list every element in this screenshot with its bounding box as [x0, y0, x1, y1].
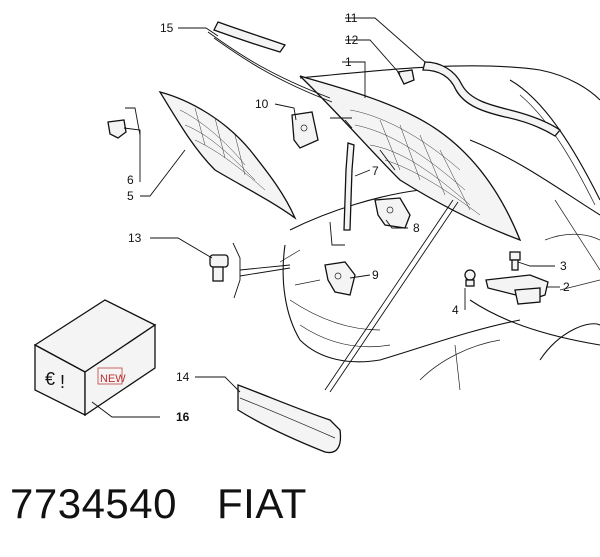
callout-11: 11	[345, 11, 358, 25]
callout-13: 13	[128, 231, 142, 245]
leader-lines	[91, 17, 560, 418]
part-number: 7734540	[10, 480, 178, 527]
callout-16: 16	[176, 410, 190, 424]
new-label: NEW	[100, 373, 126, 385]
clip-part-12	[397, 69, 415, 85]
euro-symbol: €	[45, 369, 55, 389]
callout-5: 5	[127, 189, 134, 203]
car-body-outline	[279, 65, 600, 391]
strip-part-15	[213, 21, 287, 53]
buffer-part-6	[107, 119, 127, 139]
callout-3: 3	[560, 259, 567, 273]
callout-1: 1	[345, 55, 352, 69]
footer-caption: 7734540 FIAT	[10, 480, 590, 540]
exclaim-symbol: !	[60, 372, 65, 392]
seal-part-11	[422, 61, 561, 137]
callout-10: 10	[255, 97, 269, 111]
latch-part-9	[324, 261, 356, 296]
support-rod-part-7	[343, 142, 355, 231]
callout-12: 12	[345, 33, 359, 47]
strip-part-14	[237, 384, 342, 454]
hinge-part-2	[485, 274, 549, 305]
bonnet-part-1	[299, 75, 522, 242]
callout-8: 8	[413, 221, 420, 235]
screw-part-13	[209, 254, 229, 282]
callout-6: 6	[127, 173, 134, 187]
brand-name: FIAT	[217, 480, 307, 527]
bracket-part-10	[291, 111, 319, 149]
bolt-part-3	[509, 251, 521, 271]
callout-2: 2	[563, 280, 570, 294]
callout-7: 7	[372, 164, 379, 178]
exploded-parts-diagram: € ! NEW 15 11 1	[33, 11, 600, 454]
callout-4: 4	[452, 303, 459, 317]
parcel-box-part-16: € ! NEW	[33, 299, 157, 417]
callout-labels: 15 11 12 1 10 7 8 9 13 3 2 4 14 16 6 5	[127, 11, 570, 424]
lock-bracket-part-8	[374, 197, 411, 229]
callout-15: 15	[160, 21, 174, 35]
insulation-pad-part-5	[158, 90, 297, 220]
callout-9: 9	[372, 268, 379, 282]
callout-14: 14	[176, 370, 190, 384]
stud-part-4	[464, 269, 476, 287]
